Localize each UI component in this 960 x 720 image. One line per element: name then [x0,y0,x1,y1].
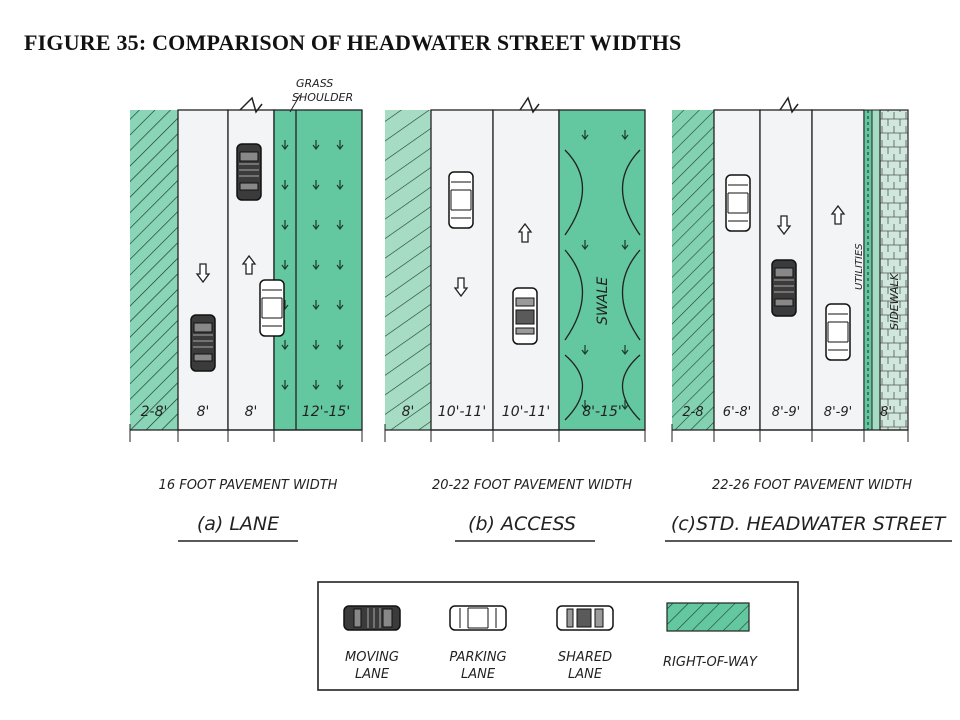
dim-a-4: 12'-15' [302,404,350,420]
pavement-width-c: 22-26 FOOT PAVEMENT WIDTH [712,478,912,493]
parking-lane-car-icon [449,605,507,631]
shoulder-label: SHOULDER [292,91,353,104]
utilities-label: UTILITIES [854,243,865,290]
pavement-width-a: 16 FOOT PAVEMENT WIDTH [159,478,338,493]
legend-moving-line1: MOVING [345,650,399,665]
caption-b: (b) ACCESS [468,513,576,535]
dim-a-2: 8' [197,404,210,420]
legend-moving-line2: LANE [355,667,390,682]
panel-b-access: SWALE 8' 10'-11' 10'-11' 8'-15' 20-22 FO… [384,96,646,542]
dim-b-1: 8' [402,404,415,420]
dim-b-3: 10'-11' [502,404,550,420]
dim-c-4: 8'-9' [824,405,852,420]
dim-a-1: 2-8' [141,404,168,420]
pavement-width-b: 20-22 FOOT PAVEMENT WIDTH [432,478,632,493]
legend-shared-line2: LANE [568,667,603,682]
dim-c-3: 8'-9' [772,405,800,420]
dim-b-2: 10'-11' [438,404,486,420]
legend-shared-line1: SHARED [558,650,612,665]
moving-lane-car-icon [343,605,401,631]
legend-row-label: RIGHT-OF-WAY [663,655,758,670]
dim-c-5: 8' [880,405,892,420]
swale-label: SWALE [595,277,611,325]
sidewalk-label: SIDEWALK [888,272,901,330]
dim-b-4: 8'-15' [582,404,621,420]
panel-a-dim-ticks [129,424,363,442]
right-of-way-swatch-icon [666,602,750,632]
legend: MOVING LANE PARKING LANE SHARED LANE RIG… [317,581,799,691]
legend-parking-line2: LANE [461,667,496,682]
shared-lane-car-icon [556,605,614,631]
dim-c-2: 6'-8' [723,405,751,420]
panel-c-standard: UTILITIES SIDEWALK 2-8 6'-8' 8'-9' 8'-9'… [665,96,952,542]
dim-a-3: 8' [245,404,258,420]
grass-label: GRASS [296,77,333,90]
dim-c-1: 2-8 [682,405,703,420]
caption-a: (a) LANE [197,513,279,535]
caption-c: (c)STD. HEADWATER STREET [671,513,947,535]
legend-parking-line1: PARKING [449,650,506,665]
panel-a-lane: GRASS SHOULDER 2-8' 8' 8' 12'-15' 16 FOO… [129,77,363,542]
figure-title: FIGURE 35: COMPARISON OF HEADWATER STREE… [24,30,682,55]
